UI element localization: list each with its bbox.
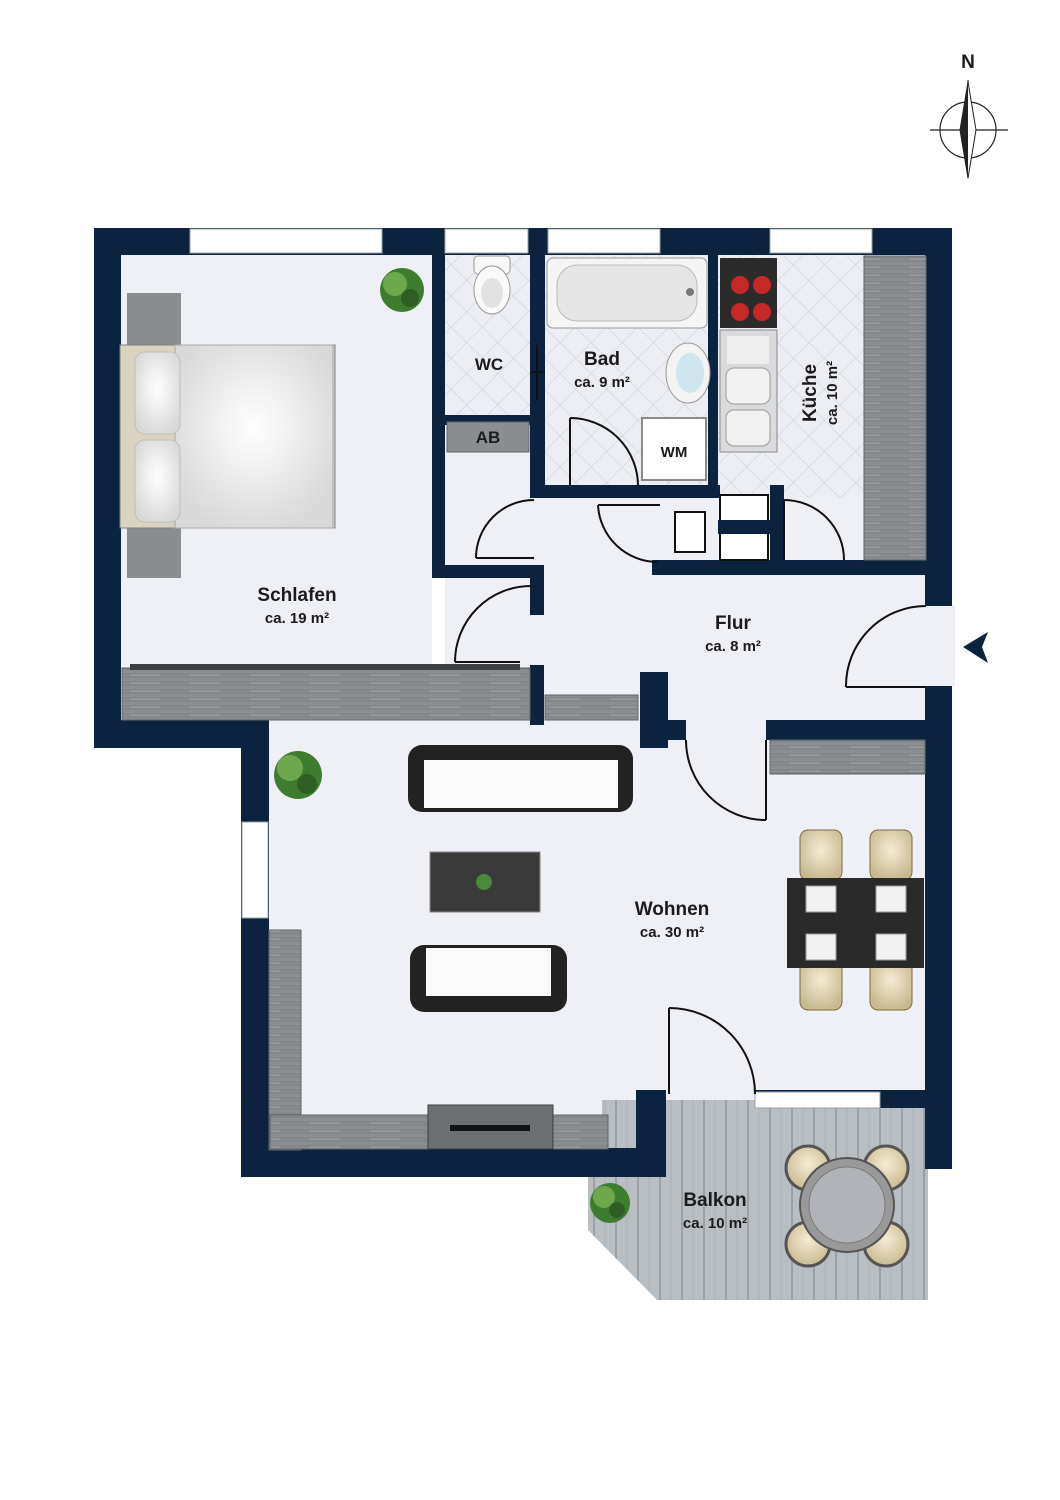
room-area-balkon: ca. 10 m² [683,1215,747,1232]
room-name-bad: Bad [584,349,620,370]
kitchen-sink-icon [719,329,778,453]
plant-icon [380,268,424,312]
room-name-wm: WM [661,444,688,461]
flur-cabinet [544,694,639,721]
plant-icon [274,751,322,799]
room-name-balkon: Balkon [683,1190,746,1211]
doors [454,345,927,1095]
tv-screen [450,1125,530,1131]
room-name-wohnen: Wohnen [635,899,710,920]
room-name-flur: Flur [715,613,751,634]
coffee-table [429,851,541,913]
company-name: VON POLL [248,1056,258,1108]
company-tagline: IMMOBILIEN [261,1062,266,1103]
room-area-flur: ca. 8 m² [705,638,761,655]
credit-text: Immogrundriss [934,1092,944,1152]
toilet-icon [473,255,511,315]
kitchen-tall-cabinet [863,255,927,561]
sofa-icon [410,945,567,1012]
washing-machine [641,417,707,481]
room-name-schlafen: Schlafen [257,585,336,606]
sideboard [769,739,926,775]
plant-icon [590,1183,630,1223]
compass-icon [930,80,1008,179]
flur-entrance-floor [925,605,955,687]
kitchen-lower-unit [674,511,706,553]
logo-letters: VP [249,1115,259,1129]
room-area-wohnen: ca. 30 m² [640,924,704,941]
windows [189,228,881,1109]
room-name-wc: WC [475,355,503,374]
room-name-kueche: Küche [800,364,821,422]
logo: VP [245,1111,261,1133]
room-area-bad: ca. 9 m² [574,374,630,391]
sofa-icon [408,745,633,812]
room-name-ab: AB [476,428,501,447]
kitchen-lower-unit-divider [718,520,770,534]
room-area-kueche: ca. 10 m² [824,361,841,425]
bed-icon [119,293,336,578]
compass-label: N [961,52,975,73]
ab-unit [446,421,530,453]
wall-unit-left [268,929,302,1151]
wardrobe [121,667,531,721]
wardrobe-top [130,664,520,670]
dining-table-icon [787,829,924,1011]
room-area-schlafen: ca. 19 m² [265,610,329,627]
round-table-icon [784,1144,910,1268]
bathtub-icon [546,257,708,329]
entrance-arrow-icon [963,632,988,663]
stove-icon [720,258,777,328]
sink-icon [665,342,711,404]
